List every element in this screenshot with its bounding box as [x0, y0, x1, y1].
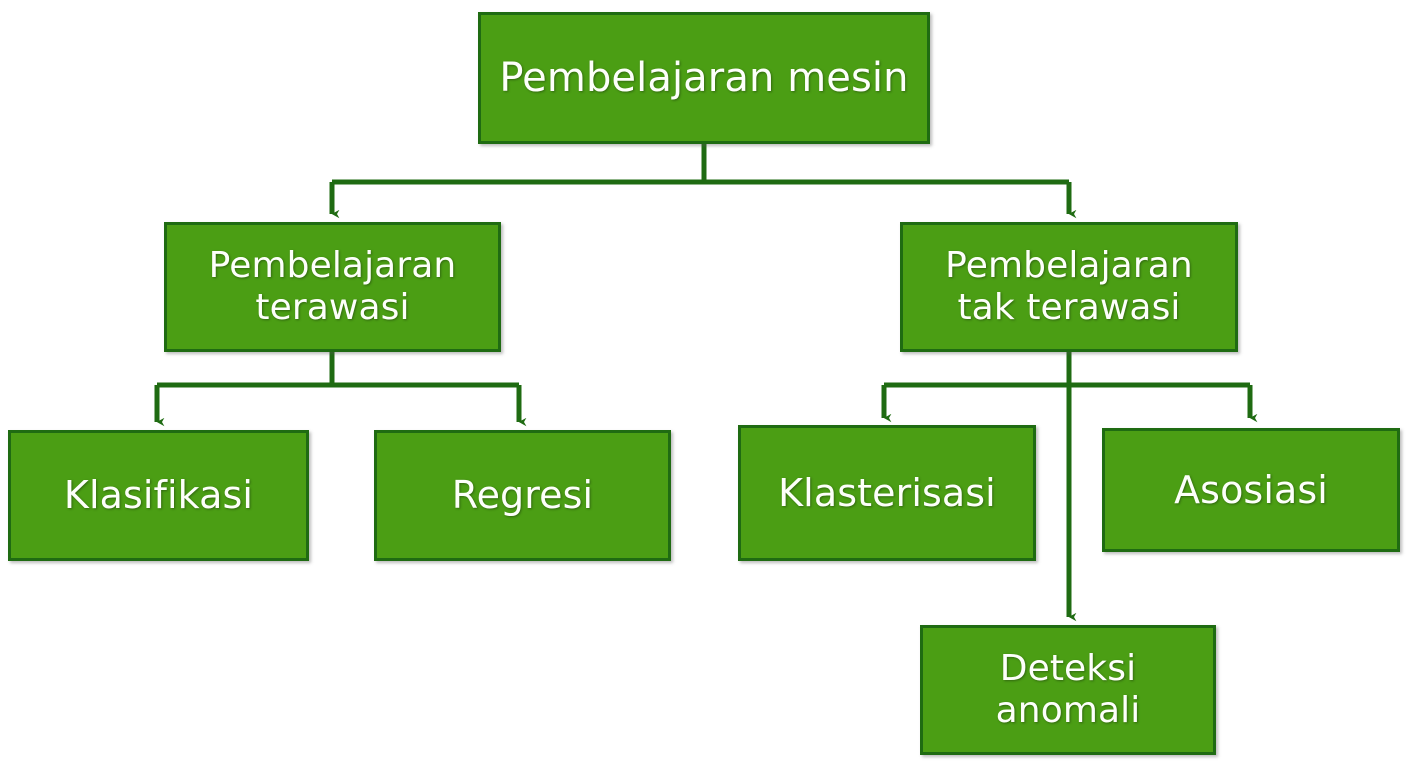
node-label: Pembelajaran tak terawasi [945, 245, 1193, 328]
node-asosiasi[interactable]: Asosiasi [1102, 428, 1400, 552]
node-regresi[interactable]: Regresi [374, 430, 671, 561]
edge-supervised-to-children [154, 352, 527, 427]
node-pembelajaran-terawasi[interactable]: Pembelajaran terawasi [164, 222, 501, 352]
node-klasterisasi[interactable]: Klasterisasi [738, 425, 1036, 561]
node-label: Deteksi anomali [995, 648, 1141, 731]
node-label: Asosiasi [1174, 467, 1328, 512]
edge-unsupervised-to-children [881, 352, 1258, 622]
node-pembelajaran-tak-terawasi[interactable]: Pembelajaran tak terawasi [900, 222, 1238, 352]
node-label: Klasifikasi [63, 473, 254, 518]
node-label: Pembelajaran terawasi [208, 245, 457, 328]
node-deteksi-anomali[interactable]: Deteksi anomali [920, 625, 1216, 755]
node-label: Regresi [451, 473, 594, 518]
node-label: Pembelajaran mesin [499, 54, 909, 101]
node-label: Klasterisasi [778, 470, 996, 515]
edge-root-to-children [329, 144, 1077, 219]
node-pembelajaran-mesin[interactable]: Pembelajaran mesin [478, 12, 930, 144]
node-klasifikasi[interactable]: Klasifikasi [8, 430, 309, 561]
